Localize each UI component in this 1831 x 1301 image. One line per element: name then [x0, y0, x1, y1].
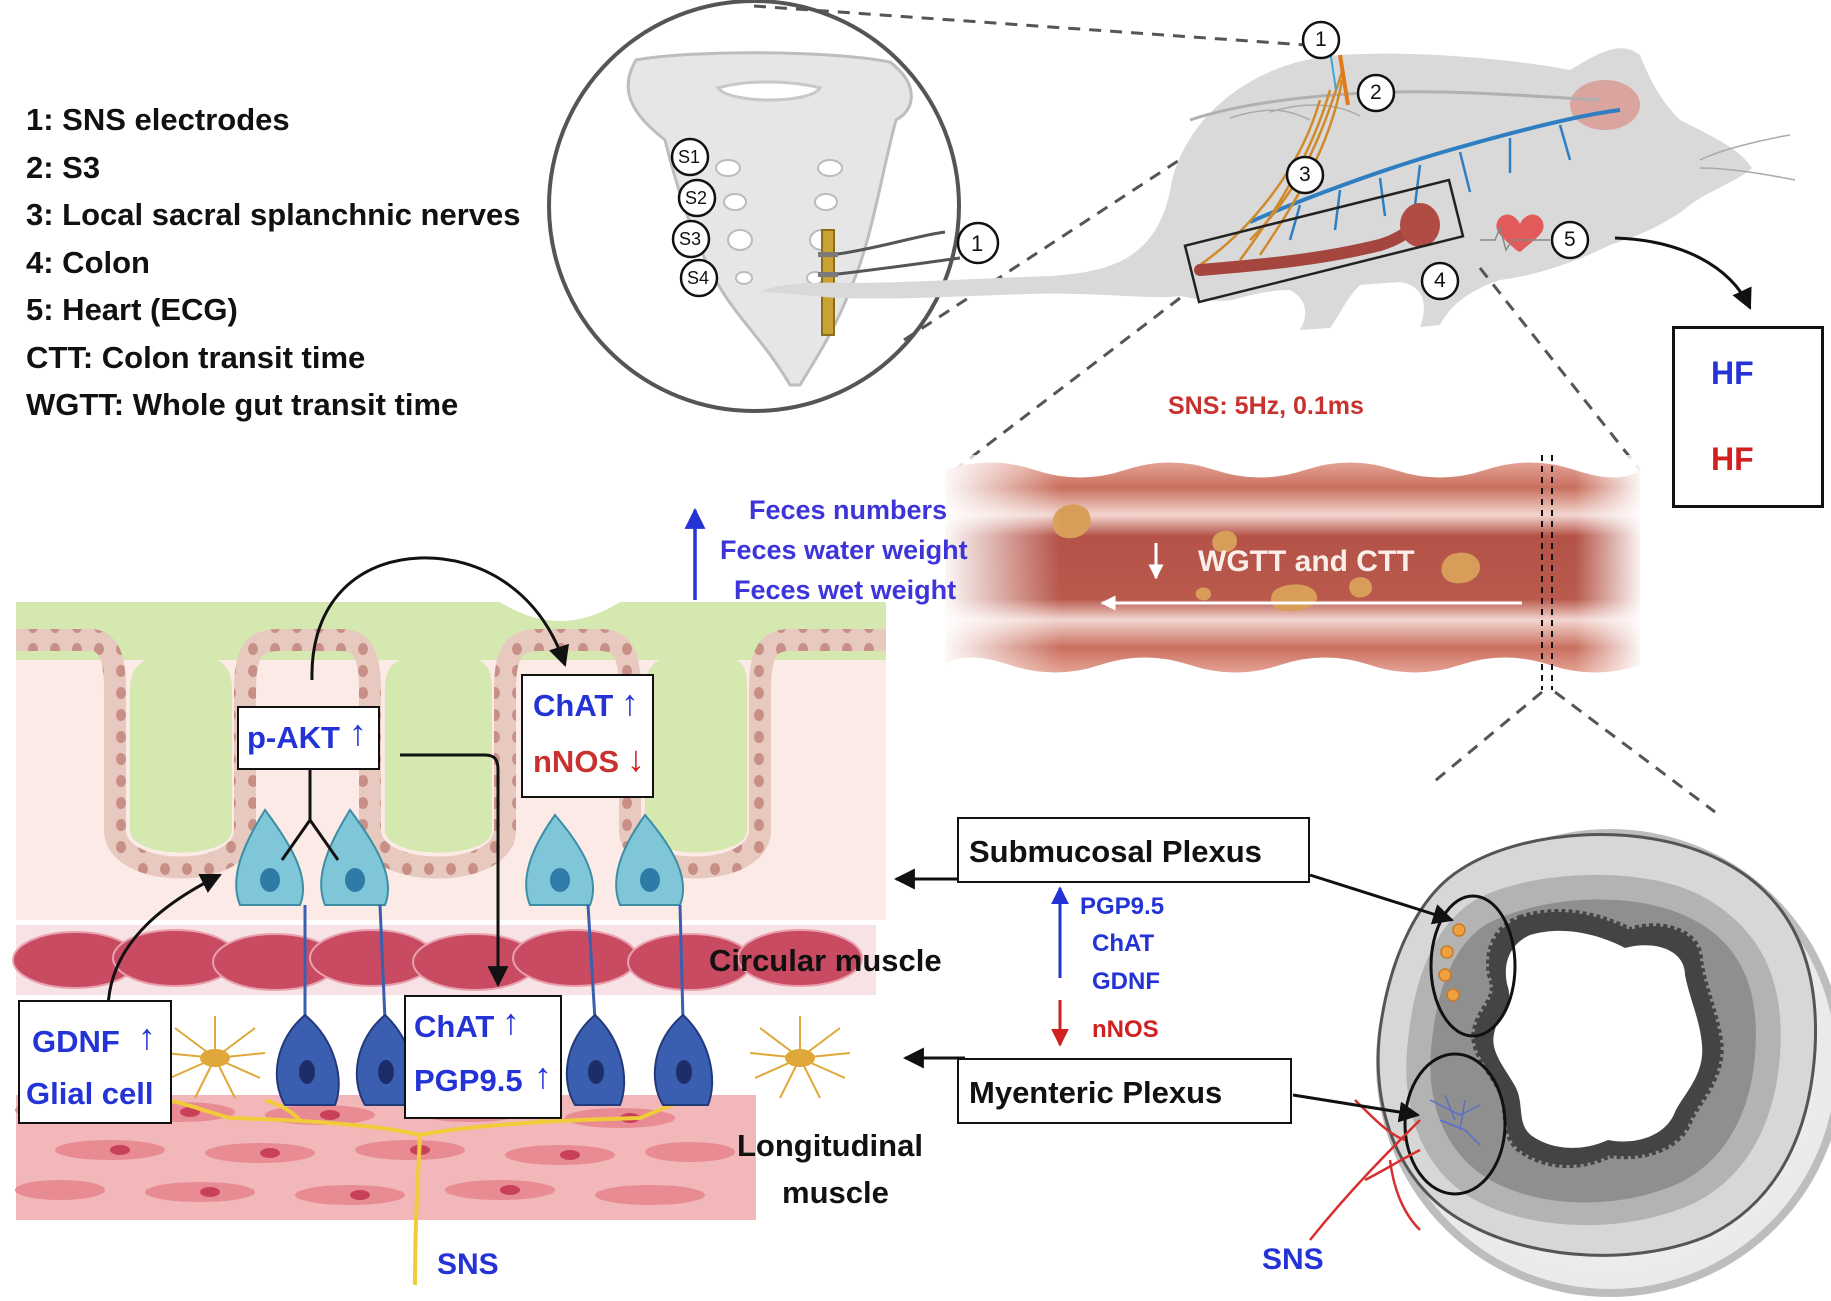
nnos-label: nNOS [533, 744, 620, 779]
cross-section-sns-label: SNS [1262, 1243, 1324, 1276]
nnos-down-arrow: ↓ [627, 738, 645, 779]
chat-pgp-box: ChAT ↑ PGP9.5 ↑ [404, 995, 562, 1119]
chat-up-arrow: ↑ [621, 682, 639, 723]
hf-box: HF HF [1672, 326, 1824, 508]
rat-marker: 2 [1370, 81, 1382, 104]
legend-item: 3: Local sacral splanchnic nerves [26, 197, 521, 232]
legend-item: WGTT: Whole gut transit time [26, 387, 459, 422]
pgp-bottom-label: PGP9.5 [414, 1063, 523, 1098]
colon-transit-label: WGTT and CTT [1198, 545, 1415, 578]
myenteric-plexus-box: Myenteric Plexus [957, 1058, 1292, 1124]
connector-line [903, 138, 1211, 342]
rat-marker: 3 [1299, 163, 1311, 186]
plexus-marker-nnos: nNOS [1092, 1016, 1159, 1043]
connector-line [1429, 690, 1543, 787]
submucosal-plexus-box: Submucosal Plexus [957, 817, 1310, 883]
longitudinal-muscle-label: Longitudinal [737, 1128, 923, 1163]
gdnf-glial-box: GDNF ↑ Glial cell [18, 1000, 172, 1124]
pakt-label: p-AKT [247, 720, 340, 755]
chat-bottom-label: ChAT [414, 1009, 495, 1044]
chat-bottom-up-arrow: ↑ [502, 1001, 520, 1042]
hf-up-label: HF [1711, 355, 1754, 391]
legend-item: CTT: Colon transit time [26, 340, 366, 375]
gdnf-label: GDNF [32, 1024, 120, 1059]
glial-cell-label: Glial cell [26, 1076, 154, 1111]
vertebra-label: S4 [687, 268, 710, 288]
pakt-up-arrow: ↑ [349, 712, 367, 753]
colon-segment [940, 455, 1645, 690]
sns-bottom-label: SNS [437, 1248, 499, 1281]
electrode-marker: 1 [971, 231, 984, 256]
connector-line [1478, 267, 1642, 471]
legend-item: 2: S3 [26, 150, 101, 185]
connector-line [947, 296, 1181, 477]
plexus-marker-chat: ChAT [1092, 930, 1155, 957]
rat-marker: 4 [1434, 269, 1446, 292]
colon-cross-section [1292, 829, 1831, 1297]
connector-line [753, 4, 1321, 48]
myenteric-plexus-label: Myenteric Plexus [969, 1075, 1223, 1110]
rat-illustration [760, 20, 1796, 330]
legend-item: 1: SNS electrodes [26, 102, 290, 137]
sacrum-illustration [547, 0, 1000, 413]
submucosal-plexus-label: Submucosal Plexus [969, 834, 1262, 869]
pgp-up-arrow: ↑ [534, 1055, 552, 1096]
mucosa-illustration [12, 556, 886, 1286]
longitudinal-muscle-label-2: muscle [782, 1175, 889, 1210]
stimulation-label: SNS: 5Hz, 0.1ms [1168, 392, 1364, 420]
circular-muscle-label: Circular muscle [709, 943, 942, 978]
vertebra-label: S3 [679, 229, 702, 249]
chat-label: ChAT [533, 688, 614, 723]
feces-wet-weight: Feces wet weight [734, 575, 957, 605]
gdnf-up-arrow: ↑ [138, 1016, 156, 1057]
plexus-marker-gdnf: GDNF [1092, 968, 1160, 995]
hf-down-label: HF [1711, 441, 1754, 477]
pakt-box: p-AKT ↑ [237, 706, 380, 770]
rat-marker: 5 [1564, 228, 1576, 251]
plexus-marker-pgp: PGP9.5 [1080, 893, 1165, 920]
legend-item: 5: Heart (ECG) [26, 292, 238, 327]
vertebra-label: S2 [685, 188, 708, 208]
connector-line [1554, 690, 1716, 814]
rat-marker: 1 [1315, 28, 1327, 51]
legend-item: 4: Colon [26, 245, 150, 280]
feces-numbers: Feces numbers [749, 495, 948, 525]
vertebra-label: S1 [678, 147, 701, 167]
feces-water-weight: Feces water weight [720, 535, 968, 565]
chat-nnos-box: ChAT ↑ nNOS ↓ [521, 674, 654, 798]
